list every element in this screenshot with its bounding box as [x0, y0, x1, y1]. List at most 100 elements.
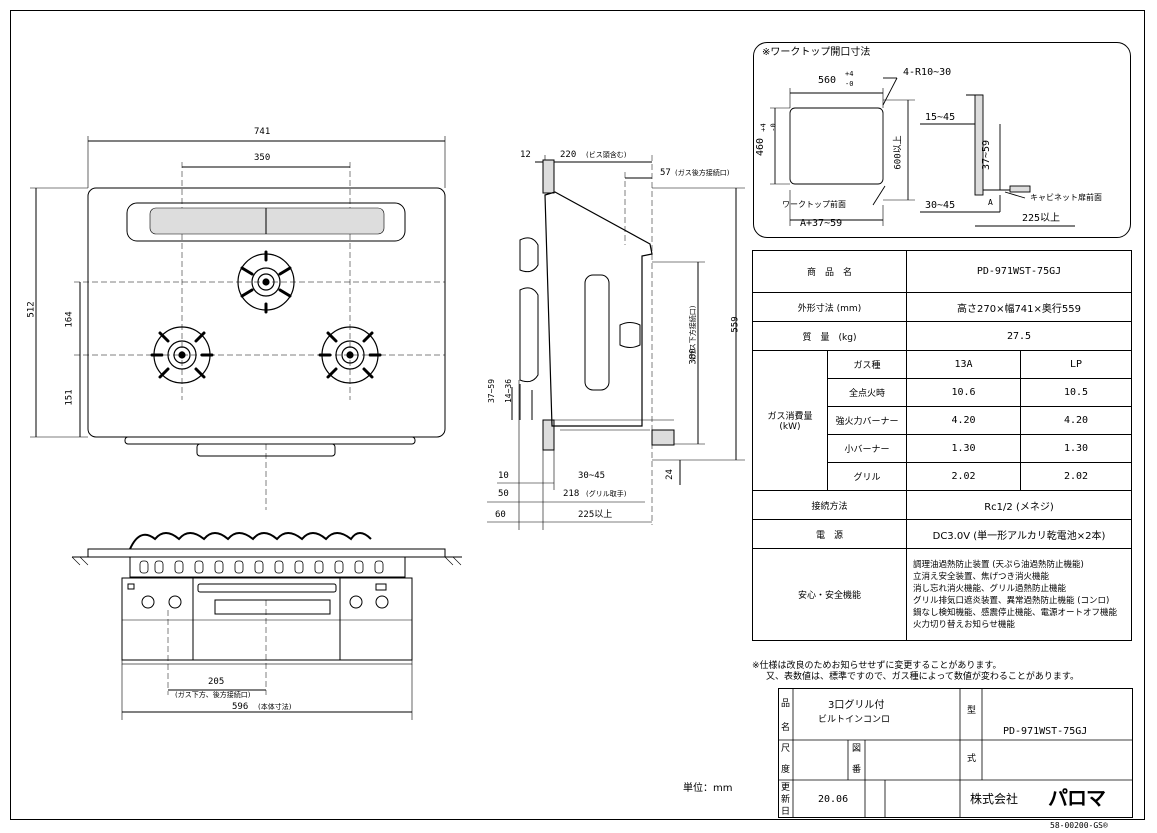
- inset-d37-59: 37~59: [981, 139, 993, 171]
- dim-30-45: 30~45: [578, 471, 606, 481]
- gas-type-label: ガス種: [827, 350, 907, 379]
- dims-label: 外形寸法 (mm): [752, 292, 907, 322]
- title-model: PD-971WST-75GJ: [1003, 726, 1088, 737]
- gas-lp: LP: [1020, 350, 1132, 379]
- inset-radius: 4-R10~30: [903, 67, 952, 78]
- title-block: [778, 688, 1133, 818]
- model-label-2: 式: [967, 754, 977, 764]
- inset-a-mark: A: [988, 198, 993, 207]
- dim-50: 50: [498, 489, 509, 499]
- row-13a-value: 4.20: [906, 406, 1021, 435]
- gas-consumption-label: ガス消費量 (kW): [752, 350, 828, 491]
- worktop-opening-inset: [753, 42, 1131, 238]
- brand-logo: パロマ: [1048, 786, 1106, 810]
- row-lp-value: 4.20: [1020, 406, 1132, 435]
- inset-w560-tol-minus: -0: [845, 80, 854, 88]
- revised-date: 20.06: [818, 794, 849, 805]
- row-lp-value: 2.02: [1020, 462, 1132, 491]
- note-1: ※仕様は改良のためお知らせせずに変更することがあります。: [752, 661, 1002, 671]
- product-name-label: 商 品 名: [752, 250, 907, 293]
- dim-body-width-note: (本体寸法): [258, 703, 292, 711]
- dim-24: 24: [664, 469, 675, 480]
- spec-table: 商 品 名 PD-971WST-75GJ 外形寸法 (mm) 高さ270×幅74…: [752, 250, 1132, 641]
- power-label: 電 源: [752, 519, 907, 549]
- inset-h600: 600以上: [893, 135, 904, 170]
- safety-features: 調理油過熱防止装置 (天ぷら油過熱防止機能) 立消え安全装置、焦げつき消火機能 …: [906, 548, 1132, 641]
- name-label-1: 品: [781, 699, 791, 709]
- front-view: [71, 532, 462, 720]
- document-number: 58-00200-GS®: [1050, 821, 1108, 830]
- safety-line: 調理油過熱防止装置 (天ぷら油過熱防止機能): [913, 559, 1084, 570]
- dim-10: 10: [498, 471, 509, 481]
- dims: 高さ270×幅741×奥行559: [906, 292, 1132, 322]
- inset-cabinet-label: キャビネット扉前面: [1030, 193, 1102, 202]
- top-view: [30, 136, 446, 510]
- drawing-label-2: 番: [852, 765, 862, 775]
- safety-line: 火力切り替えお知らせ機能: [913, 619, 1015, 630]
- safety-line: グリル排気口遮炎装置、異常過熱防止機能 (コンロ): [913, 595, 1110, 606]
- inset-d15-45: 15~45: [925, 112, 956, 123]
- safety-line: 鍋なし検知機能、感震停止機能、電源オートオフ機能: [913, 607, 1118, 618]
- inset-drawing: [770, 77, 1075, 227]
- row-13a-value: 1.30: [906, 434, 1021, 463]
- revised-label-3: 日: [781, 807, 791, 817]
- scale-label-1: 尺: [781, 744, 791, 754]
- company-name: 株式会社: [970, 792, 1019, 806]
- dim-60: 60: [495, 510, 506, 520]
- inset-w560-tol-plus: +4: [845, 70, 854, 78]
- dim-218: 218: [563, 489, 580, 499]
- inset-front-label: ワークトップ前面: [782, 200, 846, 209]
- dim-57: 57: [660, 168, 671, 178]
- dim-380-note: (ガス下方接続口): [689, 305, 697, 360]
- side-view: [487, 155, 745, 530]
- dim-burner-spacing: 350: [254, 153, 271, 163]
- safety-line: 消し忘れ消火機能、グリル過熱防止機能: [913, 583, 1067, 594]
- row-lp-value: 1.30: [1020, 434, 1132, 463]
- dim-14-36: 14~36: [504, 378, 514, 404]
- inset-w560: 560: [818, 75, 837, 86]
- connection-label: 接続方法: [752, 490, 907, 520]
- drawing-frame: [10, 10, 1145, 820]
- row-13a-value: 2.02: [906, 462, 1021, 491]
- inset-a-label: A+37~59: [800, 218, 843, 229]
- dim-559: 559: [730, 316, 741, 333]
- mass: 27.5: [906, 321, 1132, 351]
- mass-label: 質 量 (kg): [752, 321, 907, 351]
- dim-220: 220: [560, 150, 577, 160]
- product-name: PD-971WST-75GJ: [906, 250, 1132, 293]
- dim-depth: 512: [26, 301, 37, 318]
- drawing-label-1: 図: [852, 744, 862, 754]
- dim-57-note: (ガス後方接続口): [675, 169, 730, 177]
- inset-d225: 225以上: [1022, 213, 1061, 224]
- dim-gas-position: 205: [208, 677, 225, 687]
- dim-225: 225以上: [578, 510, 613, 520]
- row-lp-value: 10.5: [1020, 378, 1132, 407]
- dim-gas-position-note: (ガス下方、後方接続口): [175, 691, 251, 699]
- row-label: グリル: [827, 462, 907, 491]
- dim-upper: 164: [64, 311, 75, 328]
- row-label: 小バーナー: [827, 434, 907, 463]
- inset-title: ※ワークトップ開口寸法: [762, 47, 871, 58]
- product-name-line-2: ビルトインコンロ: [818, 715, 891, 725]
- inset-h460-tol-minus: -0: [769, 123, 778, 132]
- dim-37-59: 37~59: [487, 378, 497, 404]
- note-2: 又、表数値は、標準ですので、ガス種によって数値が変わることがあります。: [766, 672, 1080, 682]
- name-label-2: 名: [781, 723, 791, 733]
- dim-lower: 151: [64, 389, 75, 406]
- inset-d30-45: 30~45: [925, 200, 956, 211]
- row-13a-value: 10.6: [906, 378, 1021, 407]
- power: DC3.0V (単一形アルカリ乾電池×2本): [906, 519, 1132, 549]
- dim-218-note: (グリル取手): [586, 490, 627, 498]
- model-label-1: 型: [967, 706, 977, 716]
- revised-label-2: 新: [781, 795, 791, 805]
- unit-label: 単位：mm: [683, 783, 733, 794]
- dim-12: 12: [520, 150, 531, 160]
- safety-label: 安心・安全機能: [752, 548, 907, 641]
- dim-body-width: 596: [232, 702, 249, 712]
- safety-line: 立消え安全装置、焦げつき消火機能: [913, 571, 1050, 582]
- title-block-grid: [778, 688, 1133, 818]
- product-name-line-1: 3口グリル付: [828, 700, 885, 711]
- scale-label-2: 度: [781, 765, 791, 775]
- inset-h460-tol-plus: +4: [759, 123, 768, 132]
